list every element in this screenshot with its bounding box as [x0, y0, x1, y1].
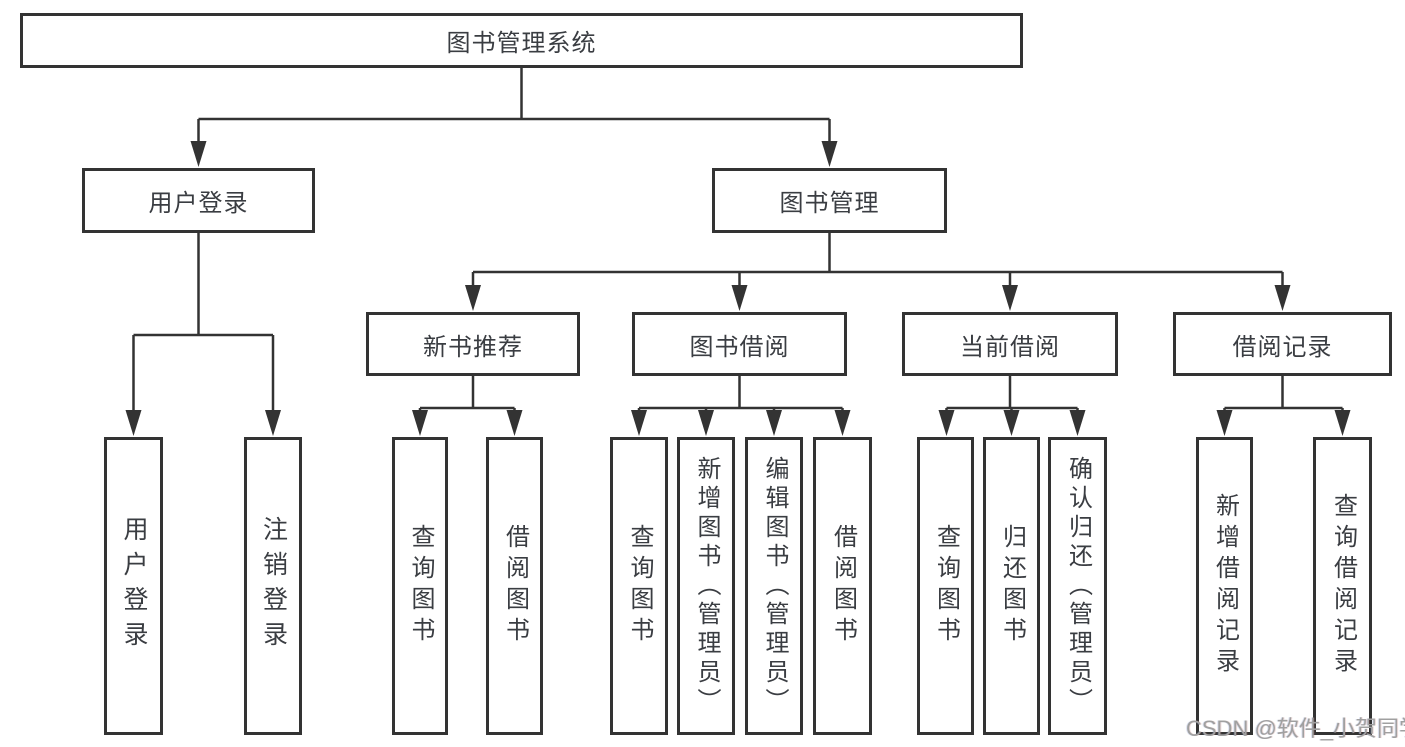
leaf-borrow-books-recommend-label: 借阅图书 — [501, 524, 529, 648]
connector-book-borrow — [631, 376, 851, 436]
leaf-add-borrow-record-label: 新增借阅记录 — [1211, 493, 1239, 679]
leaf-logout-label: 注销登录 — [259, 516, 288, 656]
node-new-book-recommend-label: 新书推荐 — [423, 333, 523, 361]
leaf-query-books-borrow-label: 查询图书 — [626, 524, 653, 648]
leaf-query-books-borrow: 查询图书 — [610, 437, 668, 735]
node-current-borrow: 当前借阅 — [902, 312, 1118, 376]
leaf-confirm-return-admin: 确认归还（管理员） — [1048, 437, 1107, 735]
node-book-management: 图书管理 — [712, 168, 947, 233]
connector-current-borrow — [938, 376, 1086, 436]
node-user-login: 用户登录 — [82, 168, 315, 233]
leaf-user-login: 用户登录 — [104, 437, 163, 735]
watermark: CSDN @软件_小贺同学 — [1186, 716, 1405, 741]
connector-user-login — [125, 233, 281, 436]
connector-new-book-recommend — [412, 376, 523, 436]
node-user-login-label: 用户登录 — [148, 190, 249, 217]
leaf-logout: 注销登录 — [244, 437, 302, 735]
leaf-add-book-admin-label: 新增图书（管理员） — [693, 455, 720, 717]
node-book-borrow: 图书借阅 — [632, 312, 847, 376]
node-borrow-records-label: 借阅记录 — [1232, 333, 1333, 361]
leaf-add-book-admin: 新增图书（管理员） — [677, 437, 735, 735]
leaf-return-books-label: 归还图书 — [998, 524, 1026, 648]
connector-root — [190, 68, 838, 167]
leaf-user-login-label: 用户登录 — [120, 516, 148, 656]
node-root-system: 图书管理系统 — [20, 13, 1023, 68]
leaf-query-borrow-record: 查询借阅记录 — [1313, 437, 1372, 735]
connector-book-management — [465, 233, 1291, 311]
leaf-add-borrow-record: 新增借阅记录 — [1196, 437, 1253, 735]
leaf-borrow-books: 借阅图书 — [813, 437, 872, 735]
node-current-borrow-label: 当前借阅 — [960, 333, 1060, 361]
leaf-confirm-return-admin-label: 确认归还（管理员） — [1064, 455, 1092, 717]
leaf-query-books-recommend-label: 查询图书 — [407, 524, 434, 648]
leaf-query-borrow-record-label: 查询借阅记录 — [1329, 493, 1357, 679]
node-borrow-records: 借阅记录 — [1173, 312, 1392, 376]
node-new-book-recommend: 新书推荐 — [366, 312, 580, 376]
leaf-query-books-recommend: 查询图书 — [392, 437, 448, 735]
leaf-return-books: 归还图书 — [983, 437, 1040, 735]
leaf-query-books-current-label: 查询图书 — [932, 524, 960, 648]
leaf-borrow-books-recommend: 借阅图书 — [486, 437, 543, 735]
connector-borrow-records — [1216, 376, 1351, 436]
leaf-query-books-current: 查询图书 — [917, 437, 974, 735]
leaf-edit-book-admin-label: 编辑图书（管理员） — [761, 455, 788, 717]
node-root-system-label: 图书管理系统 — [446, 30, 597, 57]
node-book-management-label: 图书管理 — [779, 190, 880, 217]
leaf-edit-book-admin: 编辑图书（管理员） — [745, 437, 803, 735]
leaf-borrow-books-label: 借阅图书 — [829, 524, 857, 648]
node-book-borrow-label: 图书借阅 — [689, 333, 790, 361]
